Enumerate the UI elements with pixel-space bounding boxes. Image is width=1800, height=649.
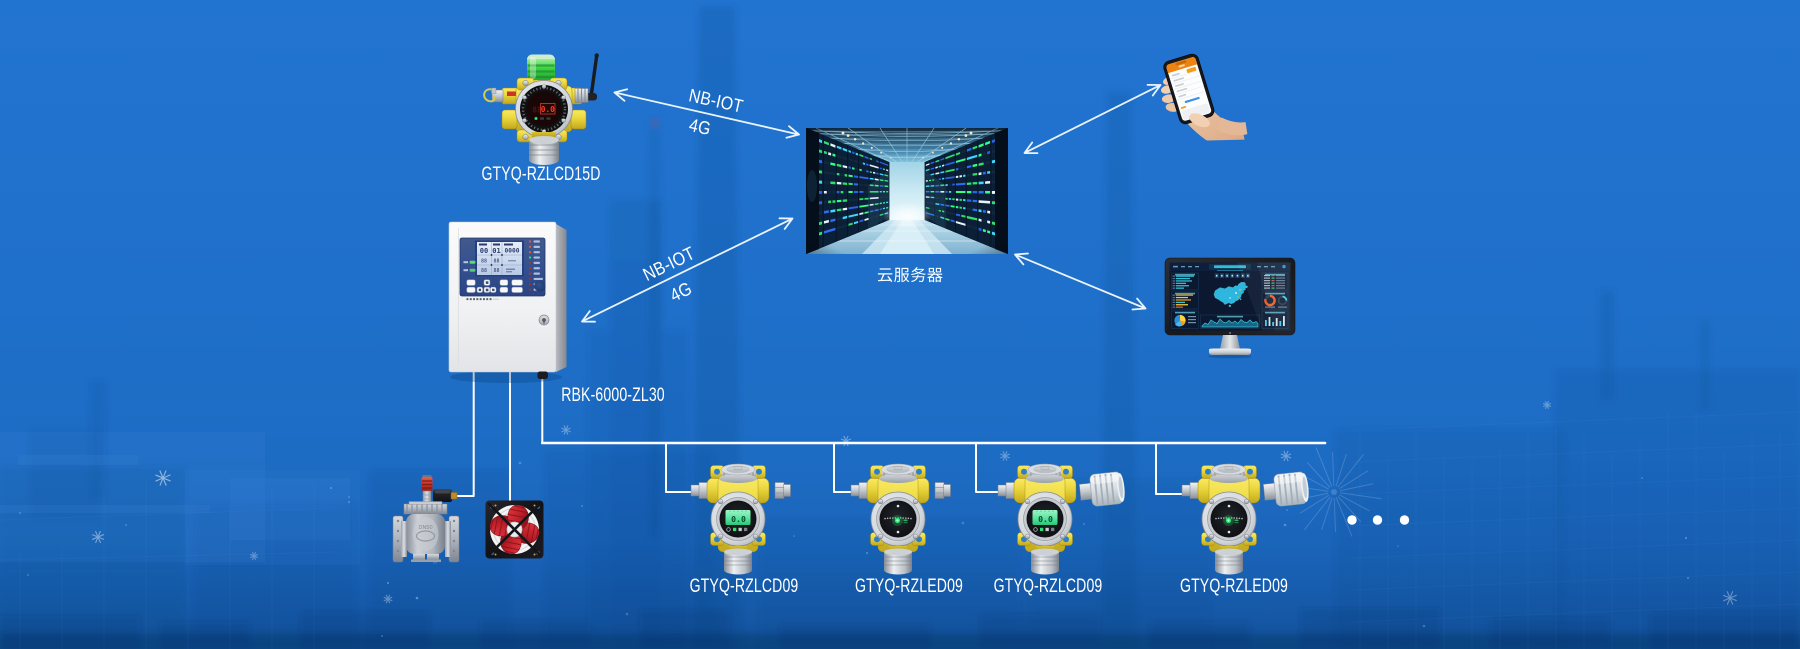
sensor-head [529,136,559,165]
gas-detector-graphic [1181,463,1309,575]
cloud-server-label [876,264,946,286]
svg-text:88: 88 [493,258,499,264]
alarm-controller-label: RBK-6000-ZL30 [561,385,665,406]
solenoid-valve: DN50 [389,473,463,567]
solenoid-coil [433,489,458,502]
top-cap [719,463,757,483]
link-network-label-1: 4G [687,113,713,140]
field-detector-3-label: GTYQ-RZLCD09 [993,576,1103,597]
status-led-row [466,298,499,301]
svg-text:88: 88 [532,106,542,115]
exhaust-fan [484,499,546,561]
svg-text:88: 88 [481,268,487,274]
panel-indicators-left [463,260,476,272]
top-cap [1210,463,1248,483]
svg-text:DN50: DN50 [418,525,432,531]
gas-detector-graphic: 0.0 [690,463,791,575]
wireless-gas-detector: 88 0.0 [480,38,610,174]
svg-text:00: 00 [480,247,488,255]
pie-chart [1174,314,1196,327]
wireless-gas-detector-label: GTYQ-RZLCD15D [481,164,601,185]
bonnet [403,501,448,515]
cable-gland [537,371,548,379]
link-arrows [581,84,1162,323]
cloud-server-label-glyphs [877,267,943,283]
valve-body: DN50 [406,514,445,562]
china-map [1213,282,1249,307]
sensor-head [884,548,912,575]
alarm-controller: 00 01 0000 88 88 88 88 [444,218,574,388]
flow-adapter [1263,471,1309,507]
svg-text:0000: 0000 [505,247,520,254]
door-lock [538,314,550,326]
top-cap [1026,463,1064,483]
mount-tabs [870,465,926,546]
indicator-lamp [421,475,433,491]
flanges [392,515,460,563]
thumb [1189,113,1210,128]
svg-text:01: 01 [492,247,500,255]
mobile-app-phone-graphic [1160,53,1248,141]
solenoid-valve-graphic: DN50 [392,475,460,563]
lcd-display: 0.0 [725,510,751,532]
app-link [1184,96,1200,104]
field-detector-1: 0.0 [678,462,828,578]
sensor-head [1031,548,1059,575]
top-cap [879,463,917,483]
svg-text:88: 88 [481,258,487,264]
field-detector-4 [1169,462,1319,578]
dashboard-screen [1169,262,1291,331]
gas-detector-graphic: 0.0 [997,463,1125,575]
phone [1163,53,1215,125]
server-room-image [806,128,1008,254]
panel-buttons [466,279,523,293]
led-display [1215,504,1243,534]
lcd-value: 0.0 [1038,514,1053,524]
donut-gauges [1264,294,1288,308]
lcd-display: 0.0 [1032,510,1058,532]
more-detectors-ellipsis [1347,515,1410,525]
dashboard-monitor [1162,255,1302,359]
monitor-stand [1220,335,1240,349]
field-detector-2 [838,462,988,578]
sensor-head [724,548,752,575]
wireless-gas-detector-graphic: 88 0.0 [483,53,599,165]
field-detector-4-label: GTYQ-RZLED09 [1179,576,1289,597]
field-detector-2-label: GTYQ-RZLED09 [854,576,964,597]
mobile-phone [1157,48,1258,145]
svg-text:88: 88 [493,268,499,274]
field-detector-1-label: GTYQ-RZLCD09 [689,576,799,597]
led-display [884,504,912,534]
sensor-head [1215,548,1243,575]
led-value: 0.0 [541,105,555,114]
led-readout: 88 0.0 [532,103,556,120]
dashboard-monitor-graphic [1164,257,1296,359]
flow-adapter [1079,471,1125,507]
right-port [934,482,951,499]
cloud-server-photo [806,128,1008,254]
buzzer [534,280,546,292]
lcd-value: 0.0 [731,514,746,524]
right-port [774,482,791,499]
alarm-controller-graphic: 00 01 0000 88 88 88 88 [448,221,567,383]
field-detector-3: 0.0 [985,462,1135,578]
app-button [1186,66,1197,74]
gas-detector-graphic [850,463,951,575]
exhaust-fan-graphic [485,500,544,559]
